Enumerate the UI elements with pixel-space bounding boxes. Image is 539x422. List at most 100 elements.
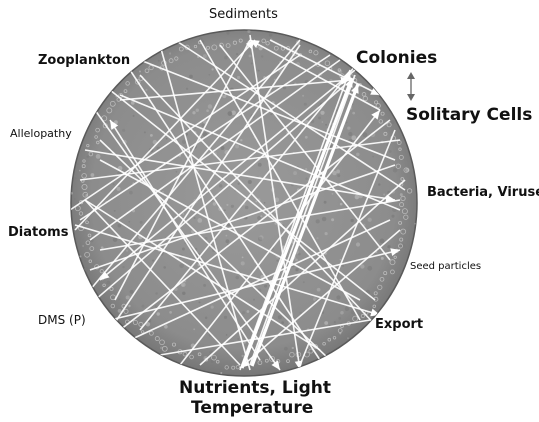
cell-speckle <box>235 276 239 280</box>
cell-speckle <box>220 372 222 374</box>
cell-speckle <box>363 132 368 137</box>
cell-speckle <box>378 183 380 185</box>
cell-speckle <box>156 312 159 315</box>
label-solitary-cells: Solitary Cells <box>406 106 532 126</box>
cell-speckle <box>383 194 385 196</box>
cell-speckle <box>155 292 157 294</box>
cell-speckle <box>247 30 250 33</box>
cell-speckle <box>228 111 233 116</box>
cell-speckle <box>211 306 214 309</box>
cell-speckle <box>203 54 207 58</box>
cell-speckle <box>346 122 348 124</box>
cell-speckle <box>347 337 349 339</box>
label-bacteria-viruses: Bacteria, Viruses <box>427 186 539 201</box>
cell-speckle <box>219 369 222 372</box>
cell-speckle <box>118 298 120 300</box>
cell-speckle <box>356 242 360 246</box>
cell-speckle <box>186 88 188 90</box>
cell-speckle <box>295 258 298 261</box>
cell-speckle <box>281 321 284 324</box>
cell-speckle <box>193 328 195 330</box>
label-temperature: Temperature <box>191 399 313 419</box>
cell-speckle <box>141 337 145 341</box>
cell-speckle <box>325 124 327 126</box>
cell-speckle <box>258 237 262 241</box>
cell-speckle <box>224 56 228 60</box>
cell-speckle <box>381 257 384 260</box>
cell-speckle <box>152 260 154 262</box>
cell-speckle <box>376 306 380 310</box>
label-colonies: Colonies <box>356 49 437 69</box>
cell-speckle <box>219 184 223 188</box>
cell-speckle <box>251 62 253 64</box>
cell-speckle <box>213 202 216 205</box>
cell-speckle <box>237 338 239 340</box>
cell-speckle <box>196 108 199 111</box>
cell-speckle <box>224 316 227 319</box>
cell-speckle <box>260 215 262 217</box>
cell-speckle <box>249 54 252 57</box>
cell-speckle <box>121 157 123 159</box>
cell-speckle <box>264 202 266 204</box>
cell-speckle <box>122 129 125 132</box>
cell-speckle <box>324 201 327 204</box>
cell-speckle <box>305 168 307 170</box>
cell-speckle <box>101 246 104 249</box>
cell-speckle <box>140 221 143 224</box>
cell-speckle <box>208 74 210 76</box>
cell-speckle <box>91 173 95 177</box>
cell-speckle <box>96 154 101 159</box>
cell-speckle <box>226 235 228 237</box>
cell-speckle <box>338 317 341 320</box>
cell-speckle <box>144 131 146 133</box>
cell-speckle <box>150 134 153 137</box>
cell-speckle <box>352 112 355 115</box>
cell-speckle <box>391 215 394 218</box>
cell-speckle <box>179 264 184 269</box>
cell-speckle <box>221 146 225 150</box>
cell-speckle <box>303 281 305 283</box>
label-diatoms: Diatoms <box>8 226 68 241</box>
cell-speckle <box>336 169 340 173</box>
cell-speckle <box>351 135 356 140</box>
label-zooplankton: Zooplankton <box>38 54 130 69</box>
cell-speckle <box>317 288 321 292</box>
cell-speckle <box>226 32 229 35</box>
cell-speckle <box>226 204 228 206</box>
cell-speckle <box>139 71 141 73</box>
cell-speckle <box>194 217 196 219</box>
cell-speckle <box>292 347 294 349</box>
cell-speckle <box>199 301 201 303</box>
cell-speckle <box>270 113 272 115</box>
label-allelopathy: Allelopathy <box>10 128 72 141</box>
link-arrowhead <box>407 72 415 79</box>
cell-speckle <box>192 111 195 114</box>
cell-speckle <box>320 111 324 115</box>
cell-speckle <box>149 339 151 341</box>
cell-speckle <box>332 171 336 175</box>
cell-speckle <box>142 305 145 308</box>
cell-speckle <box>340 311 343 314</box>
cell-speckle <box>322 217 327 222</box>
cell-speckle <box>278 315 282 319</box>
cell-speckle <box>164 325 168 329</box>
cell-speckle <box>372 156 374 158</box>
cell-speckle <box>401 271 403 273</box>
cell-speckle <box>360 264 364 268</box>
cell-speckle <box>258 163 262 167</box>
cell-speckle <box>206 109 209 112</box>
cell-speckle <box>84 260 86 262</box>
cell-speckle <box>208 104 212 108</box>
cell-speckle <box>345 307 349 311</box>
cell-speckle <box>126 295 130 299</box>
cell-speckle <box>182 292 185 295</box>
link-arrowhead <box>407 94 415 101</box>
cell-speckle <box>231 205 234 208</box>
cell-speckle <box>305 136 308 139</box>
cell-speckle <box>258 70 260 72</box>
cell-speckle <box>74 198 76 200</box>
cell-speckle <box>316 237 318 239</box>
cell-speckle <box>342 265 344 267</box>
cell-speckle <box>241 355 243 357</box>
cell-speckle <box>305 177 308 180</box>
